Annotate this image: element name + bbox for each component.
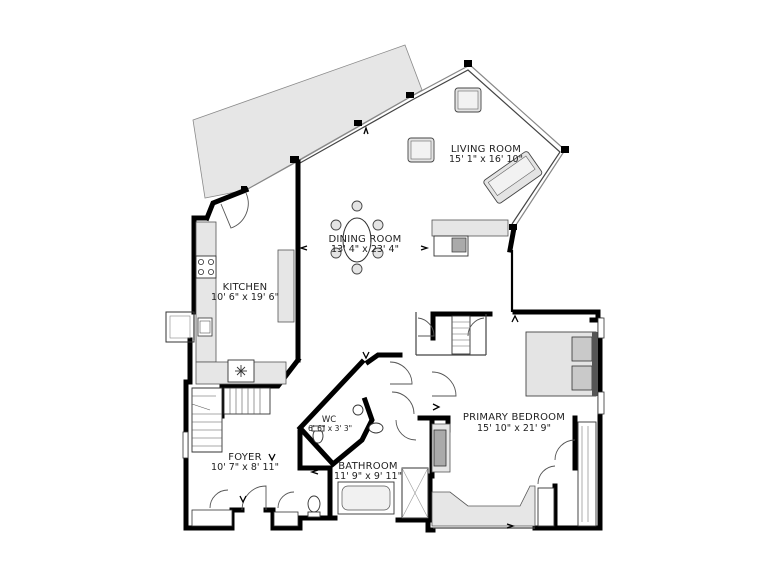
bath-north-wall <box>364 352 403 366</box>
kitchen-island <box>277 249 295 323</box>
hall-door-2 <box>431 371 457 397</box>
closet-door-2 <box>467 317 485 337</box>
window-posts <box>241 60 569 230</box>
wc-name: WC <box>322 415 336 425</box>
stairs-upper-treads <box>229 388 261 414</box>
window-line <box>245 64 566 229</box>
bedroom-window-east-2 <box>597 391 605 415</box>
front-door <box>241 485 267 511</box>
armchair-icon <box>407 137 435 163</box>
hall-door-1 <box>389 361 413 385</box>
fan-icon <box>235 365 247 377</box>
exterior-wall-bedroom-north <box>512 309 601 323</box>
bedroom-fireplace <box>433 429 447 467</box>
sink-icon <box>197 317 213 337</box>
bedroom-closet <box>577 421 597 527</box>
toilet-icon <box>311 425 325 444</box>
bath-door-2 <box>395 419 417 441</box>
exterior-wall-north <box>203 186 250 222</box>
shower-diag-2 <box>401 467 429 519</box>
stairs-lower <box>191 387 223 453</box>
bathtub-icon <box>337 481 395 515</box>
arrow-marker-icon <box>239 125 519 529</box>
bedroom-closet-door-2 <box>537 465 556 485</box>
living-room-dims: 15' 1" x 16' 10" <box>449 154 523 165</box>
kitchen-window-bay-inner <box>169 315 191 339</box>
foyer-dims: 10' 7" x 8' 11" <box>211 462 279 473</box>
bath-west-wall <box>297 429 333 521</box>
bath-door <box>391 391 415 415</box>
wc-sink-icon <box>352 404 364 416</box>
deck <box>192 44 423 199</box>
sofa-icon <box>483 151 543 204</box>
kitchen-window-bay <box>165 311 195 343</box>
bedroom-closet-door <box>554 439 576 461</box>
dining-table-icon <box>330 200 384 275</box>
bedroom-window-east-1 <box>597 317 605 339</box>
dining-room-name: DINING ROOM <box>328 234 401 245</box>
hall-wall-wc <box>296 358 375 468</box>
fireplace-insert <box>451 237 467 253</box>
bed-icon <box>525 331 598 397</box>
foyer-name: FOYER <box>228 452 261 463</box>
kitchen-south-wall <box>219 356 302 389</box>
primary-bedroom-dims: 15' 10" x 21' 9" <box>477 423 551 434</box>
bedroom-window-seat <box>431 485 536 527</box>
exterior-wall-west <box>191 215 207 315</box>
hearth <box>431 219 509 237</box>
stairs-upper <box>223 387 271 415</box>
foyer-closet-1 <box>191 509 233 527</box>
living-room-name: LIVING ROOM <box>451 144 521 155</box>
closet-shelf <box>451 315 471 355</box>
foyer-window <box>182 431 189 459</box>
dining-room-dims: 13' 4" x 23' 4" <box>331 244 399 255</box>
foyer-closet-door-1 <box>209 489 229 509</box>
bathroom-dims: 11' 9" x 9' 11" <box>334 471 402 482</box>
stairs-lower-treads <box>191 395 222 447</box>
kitchen-name: KITCHEN <box>223 282 268 293</box>
kitchen-dims: 10' 6" x 19' 6" <box>211 292 279 303</box>
bath-sink-icon <box>368 422 384 434</box>
wc-dims: 6' 6" x 3' 3" <box>308 424 352 433</box>
closet-door-1 <box>417 317 435 337</box>
living-east-wall <box>507 225 517 253</box>
window-line-inner <box>299 69 561 225</box>
armchair-icon-2 <box>454 87 482 113</box>
primary-bedroom-name: PRIMARY BEDROOM <box>463 412 565 423</box>
foyer-closet-2 <box>273 511 299 527</box>
bath-toilet-icon <box>307 495 321 518</box>
foyer-closet-door-2 <box>277 491 295 509</box>
bedroom-closet-hatch <box>581 426 589 522</box>
bathroom-name: BATHROOM <box>338 461 397 472</box>
exterior-wall-south-2 <box>263 507 338 531</box>
bedroom-closet-2 <box>537 487 555 527</box>
exterior-wall-bath-south <box>395 517 436 533</box>
deck-door <box>220 192 249 229</box>
stove-icon <box>195 255 217 279</box>
closet-hatch <box>452 321 470 347</box>
